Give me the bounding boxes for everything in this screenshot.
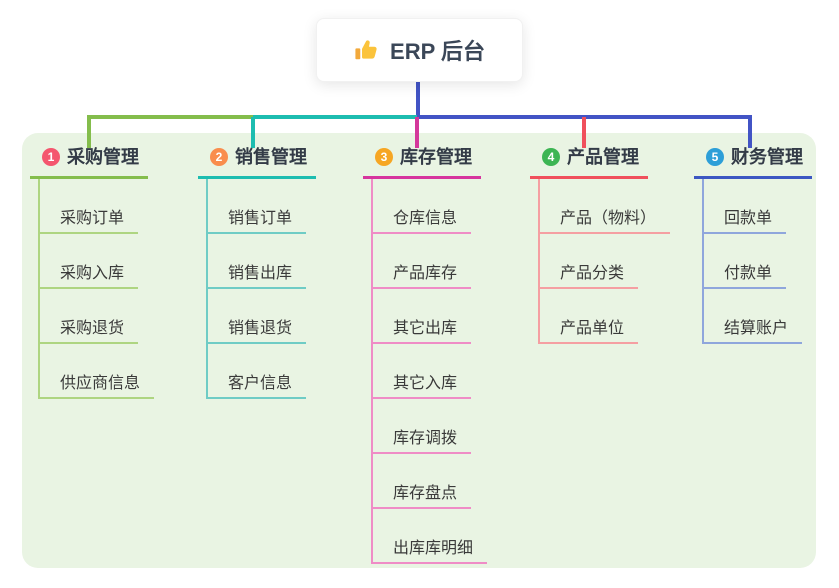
- node-item[interactable]: 仓库信息: [373, 179, 472, 234]
- root-node[interactable]: ERP 后台: [316, 18, 523, 82]
- branch-product-header[interactable]: 4 产品管理: [530, 146, 648, 179]
- mindmap-background-card: [22, 133, 816, 568]
- branch-label: 库存管理: [400, 147, 472, 167]
- branch-number-badge: 1: [42, 148, 60, 166]
- branch-number-badge: 5: [706, 148, 724, 166]
- node-item[interactable]: 产品分类: [540, 234, 639, 289]
- branch-label: 销售管理: [235, 147, 307, 167]
- branch-finance: 5 财务管理 回款单 付款单 结算账户: [694, 146, 812, 344]
- node-item[interactable]: 采购订单: [40, 179, 139, 234]
- branch-sales-header[interactable]: 2 销售管理: [198, 146, 316, 179]
- branch-sales-children: 销售订单 销售出库 销售退货 客户信息: [206, 179, 307, 399]
- branch-number-badge: 2: [210, 148, 228, 166]
- connector-horizontal-purchase: [87, 115, 255, 119]
- branch-finance-header[interactable]: 5 财务管理: [694, 146, 812, 179]
- node-item[interactable]: 其它出库: [373, 289, 472, 344]
- node-item[interactable]: 供应商信息: [40, 344, 155, 399]
- root-title: ERP 后台: [390, 39, 485, 64]
- node-item[interactable]: 付款单: [704, 234, 787, 289]
- branch-purchase-children: 采购订单 采购入库 采购退货 供应商信息: [38, 179, 155, 399]
- branch-inventory: 3 库存管理 仓库信息 产品库存 其它出库 其它入库 库存调拨 库存盘点 出库库…: [363, 146, 488, 564]
- connector-root-line: [416, 82, 420, 117]
- branch-number-badge: 3: [375, 148, 393, 166]
- branch-label: 财务管理: [731, 147, 803, 167]
- branch-number-badge: 4: [542, 148, 560, 166]
- thumbs-up-icon: [355, 40, 377, 60]
- node-item[interactable]: 结算账户: [704, 289, 803, 344]
- node-item[interactable]: 采购入库: [40, 234, 139, 289]
- branch-purchase-header[interactable]: 1 采购管理: [30, 146, 148, 179]
- branch-label: 产品管理: [567, 147, 639, 167]
- node-item[interactable]: 客户信息: [208, 344, 307, 399]
- node-item[interactable]: 其它入库: [373, 344, 472, 399]
- node-item[interactable]: 产品（物料）: [540, 179, 671, 234]
- node-item[interactable]: 产品库存: [373, 234, 472, 289]
- connector-drop-purchase: [87, 117, 91, 148]
- branch-product: 4 产品管理 产品（物料） 产品分类 产品单位: [530, 146, 671, 344]
- node-item[interactable]: 销售退货: [208, 289, 307, 344]
- node-item[interactable]: 销售订单: [208, 179, 307, 234]
- node-item[interactable]: 采购退货: [40, 289, 139, 344]
- node-item[interactable]: 库存调拨: [373, 399, 472, 454]
- branch-product-children: 产品（物料） 产品分类 产品单位: [538, 179, 671, 344]
- node-item[interactable]: 产品单位: [540, 289, 639, 344]
- branch-inventory-children: 仓库信息 产品库存 其它出库 其它入库 库存调拨 库存盘点 出库库明细: [371, 179, 488, 564]
- connector-drop-sales: [251, 117, 255, 148]
- node-item[interactable]: 回款单: [704, 179, 787, 234]
- branch-purchase: 1 采购管理 采购订单 采购入库 采购退货 供应商信息: [30, 146, 155, 399]
- node-item[interactable]: 出库库明细: [373, 509, 488, 564]
- connector-drop-finance: [748, 117, 752, 148]
- node-item[interactable]: 销售出库: [208, 234, 307, 289]
- connector-drop-inventory: [415, 117, 419, 148]
- branch-finance-children: 回款单 付款单 结算账户: [702, 179, 803, 344]
- branch-sales: 2 销售管理 销售订单 销售出库 销售退货 客户信息: [198, 146, 316, 399]
- branch-label: 采购管理: [67, 147, 139, 167]
- connector-horizontal-sales: [253, 115, 419, 119]
- connector-drop-product: [582, 117, 586, 148]
- branch-inventory-header[interactable]: 3 库存管理: [363, 146, 481, 179]
- node-item[interactable]: 库存盘点: [373, 454, 472, 509]
